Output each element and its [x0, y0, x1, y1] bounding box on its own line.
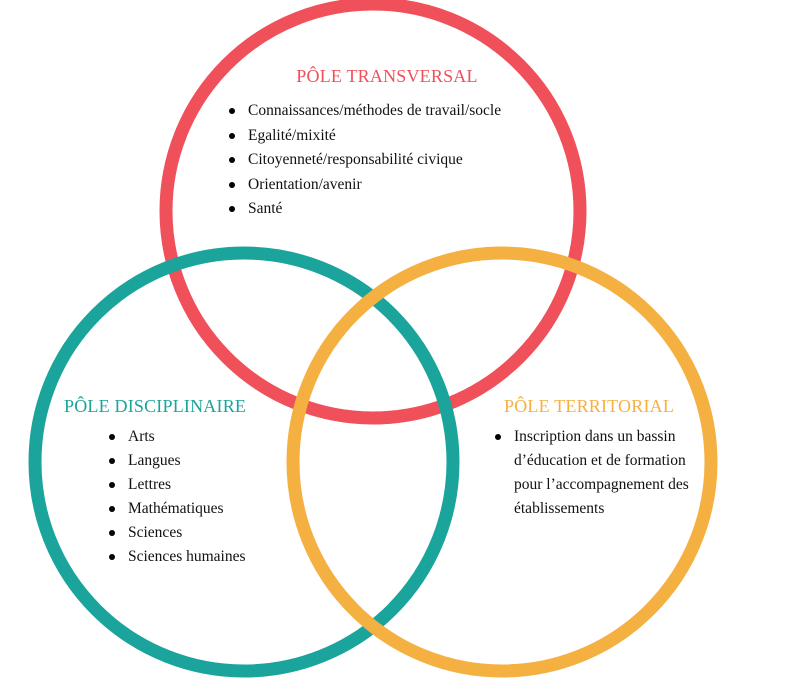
pole-disciplinaire-title: PÔLE DISCIPLINAIRE [64, 396, 247, 416]
list-item: Egalité/mixité [226, 124, 556, 149]
pole-transversal: PÔLE TRANSVERSAL Connaissances/méthodes … [226, 66, 556, 222]
list-item: Mathématiques [106, 497, 294, 521]
pole-territorial: PÔLE TERRITORIAL Inscription dans un bas… [492, 396, 702, 521]
pole-territorial-title: PÔLE TERRITORIAL [504, 396, 675, 416]
list-item: Connaissances/méthodes de travail/socle [226, 99, 556, 124]
list-item: Arts [106, 425, 294, 449]
pole-transversal-list: Connaissances/méthodes de travail/socle … [226, 99, 556, 222]
list-item: Sciences humaines [106, 545, 294, 569]
pole-disciplinaire: PÔLE DISCIPLINAIRE Arts Langues Lettres … [64, 396, 294, 569]
circle-transversal [159, 0, 587, 425]
list-item: Santé [226, 197, 556, 222]
pole-transversal-title: PÔLE TRANSVERSAL [296, 66, 478, 86]
circle-disciplinaire [28, 246, 460, 678]
pole-territorial-list: Inscription dans un bassin d’éducation e… [492, 425, 702, 521]
list-item: Orientation/avenir [226, 173, 556, 198]
pole-disciplinaire-list: Arts Langues Lettres Mathématiques Scien… [106, 425, 294, 569]
list-item: Lettres [106, 473, 294, 497]
list-item: Citoyenneté/responsabilité civique [226, 148, 556, 173]
circle-territorial [286, 246, 718, 678]
list-item: Inscription dans un bassin d’éducation e… [492, 425, 702, 521]
list-item: Sciences [106, 521, 294, 545]
list-item: Langues [106, 449, 294, 473]
